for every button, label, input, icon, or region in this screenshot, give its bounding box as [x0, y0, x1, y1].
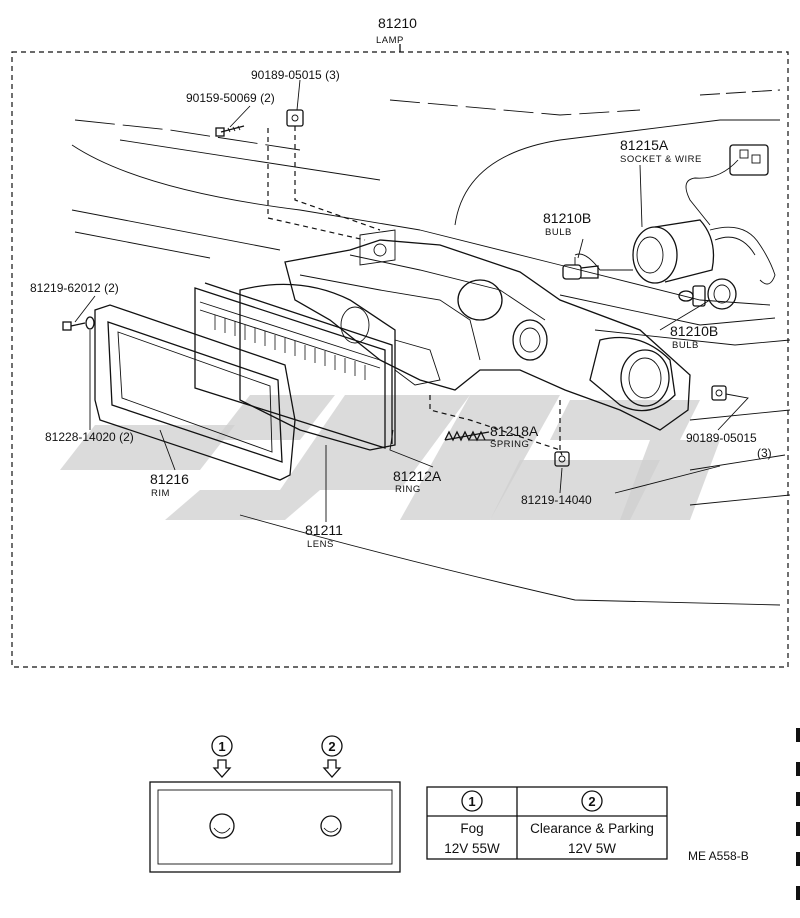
lens-glass [194, 282, 393, 449]
bulb-position-marker-2: 2 [321, 735, 343, 778]
svg-text:1: 1 [218, 739, 225, 754]
rim-frame [94, 304, 296, 481]
assembly-frame [11, 44, 789, 668]
callout-socket-wire-no: 81215A [620, 137, 669, 153]
callout-spring-name: SPRING [490, 439, 529, 450]
callout-bulb-fog-name: BULB [545, 227, 572, 238]
lamp-housing [284, 229, 691, 431]
callout-bulb-fog-no: 81210B [543, 210, 591, 226]
drawing-code: ME A558-B [688, 849, 749, 863]
callout-rim-name: RIM [151, 488, 170, 499]
lens-front-view [149, 781, 401, 873]
callout-90159-50069: 90159-50069 (2) [186, 91, 275, 105]
callout-lens-name: LENS [307, 539, 334, 550]
table-clearance-name: Clearance & Parking [530, 821, 654, 836]
callout-90189-05015-right: 90189-05015 [686, 431, 757, 445]
bulb-spec-table: 1 2 Fog 12V 55W Clearance & Parking 12V … [426, 786, 668, 860]
svg-text:2: 2 [328, 739, 335, 754]
bulb-clearance-drawing [678, 278, 737, 310]
nut-top-clip [286, 109, 304, 127]
callout-ring-no: 81212A [393, 468, 442, 484]
screw-top-left [215, 125, 245, 137]
nut-bottom [554, 451, 570, 467]
callout-socket-wire-name: SOCKET & WIRE [620, 154, 702, 165]
spring [444, 430, 490, 442]
assembly-name: LAMP [376, 35, 404, 46]
screw-left [62, 316, 95, 331]
callout-lens-no: 81211 [305, 522, 343, 538]
table-fog-spec: 12V 55W [444, 841, 500, 856]
bulb-fog-drawing [562, 257, 599, 280]
vehicle-body-lines [71, 89, 791, 606]
table-head-1: 1 [468, 794, 475, 809]
callout-90189-05015-right-qty: (3) [757, 446, 772, 460]
ring-reflector [239, 283, 396, 451]
bulb-position-marker-1: 1 [211, 735, 233, 778]
scan-edge-marks [796, 728, 800, 900]
table-clearance-spec: 12V 5W [568, 841, 616, 856]
callout-ring-name: RING [395, 484, 421, 495]
assembly-part-no: 81210 [378, 15, 417, 31]
watermark-logo [60, 395, 720, 520]
nut-right [711, 385, 727, 401]
callout-81228-14020: 81228-14020 (2) [45, 430, 134, 444]
socket-wire-drawing [574, 144, 776, 285]
leader-lines [74, 79, 749, 522]
callout-90189-05015-top: 90189-05015 (3) [251, 68, 340, 82]
callout-81219-14040: 81219-14040 [521, 493, 592, 507]
callout-rim-no: 81216 [150, 471, 189, 487]
callout-81219-62012: 81219-62012 (2) [30, 281, 119, 295]
table-fog-name: Fog [460, 821, 483, 836]
callout-spring-no: 81218A [490, 423, 539, 439]
table-head-2: 2 [588, 794, 595, 809]
callout-bulb-clearance-name: BULB [672, 340, 699, 351]
callout-bulb-clearance-no: 81210B [670, 323, 718, 339]
